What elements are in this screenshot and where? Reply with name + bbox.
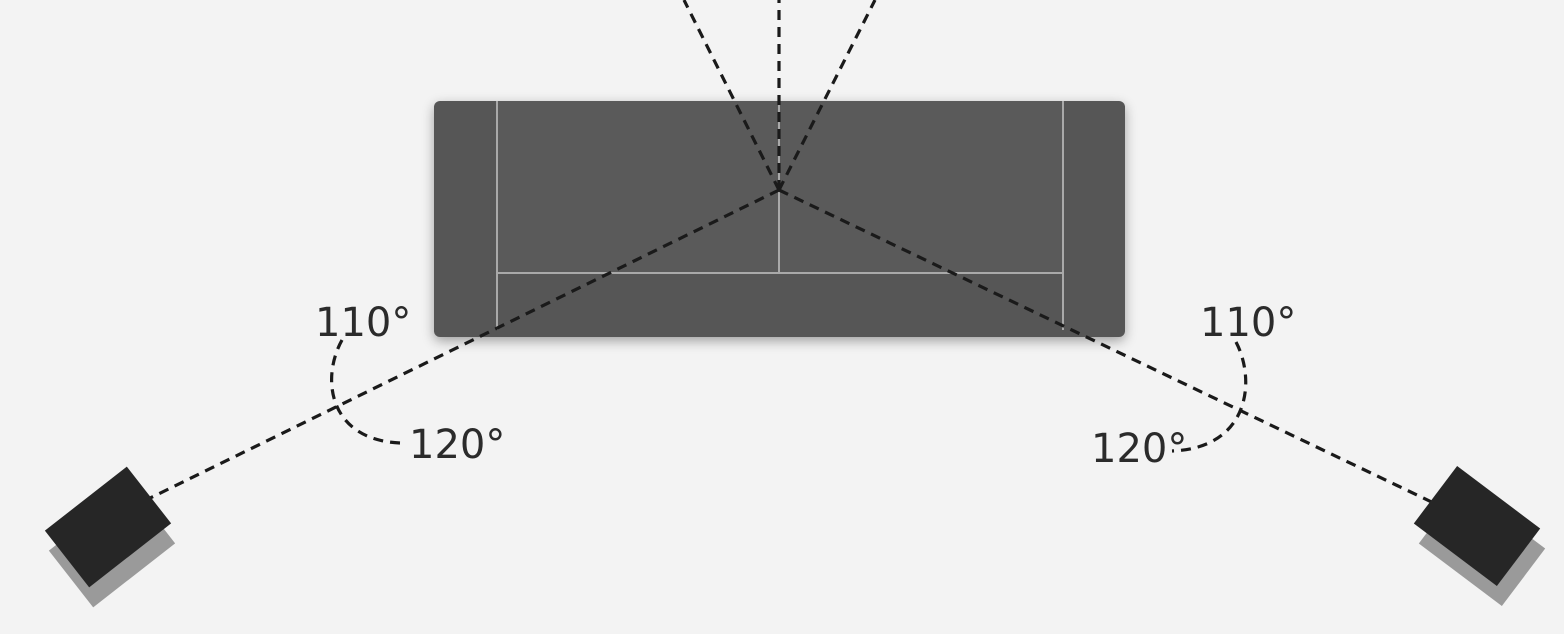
left-angle-arc	[330, 339, 401, 445]
front-left-line	[682, 0, 781, 191]
right-surround-line	[778, 188, 1441, 508]
front-right-line	[777, 0, 877, 191]
right-inner-angle-label: 110°	[1200, 300, 1296, 346]
right-angle-arc	[1171, 341, 1248, 453]
left-speaker-body	[44, 466, 172, 588]
surround-speaker-left	[44, 466, 176, 608]
right-outer-angle-label: 120°	[1091, 426, 1187, 472]
left-outer-angle-label: 120°	[409, 422, 505, 468]
listening-lines	[139, 0, 1441, 508]
surround-speaker-right	[1413, 465, 1546, 607]
right-speaker-body	[1413, 465, 1541, 587]
left-inner-angle-label: 110°	[315, 300, 411, 346]
